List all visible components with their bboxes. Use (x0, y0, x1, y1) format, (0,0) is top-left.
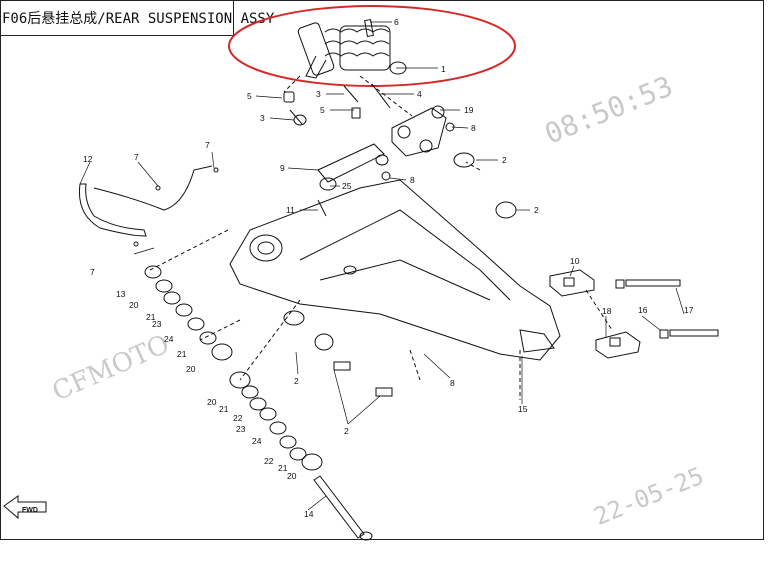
bolt-set-top[interactable] (283, 83, 391, 126)
bolt-11[interactable] (317, 199, 327, 217)
callout-c4: 4 (417, 89, 422, 99)
leader-lines (79, 21, 685, 511)
callout-c15: 15 (518, 404, 528, 414)
callout-c24b: 24 (252, 436, 262, 446)
callout-c9: 9 (280, 163, 285, 173)
shock-absorber[interactable] (297, 22, 407, 79)
pivot-shaft[interactable] (313, 475, 373, 541)
rocker-plate[interactable] (391, 105, 455, 157)
callout-c2c: 2 (294, 376, 299, 386)
callout-c21b: 21 (177, 349, 187, 359)
callout-c8a: 8 (471, 123, 476, 133)
callout-c20c: 20 (207, 397, 217, 407)
chain-guide[interactable] (78, 165, 219, 247)
callout-c7b: 7 (134, 152, 139, 162)
callout-c5b: 5 (320, 105, 325, 115)
callout-c21c: 21 (219, 404, 229, 414)
callout-c19: 19 (464, 105, 474, 115)
callout-c2a: 2 (502, 155, 507, 165)
callout-c22b: 22 (264, 456, 274, 466)
callout-c6: 6 (394, 17, 399, 27)
callout-c23b: 23 (236, 424, 246, 434)
diagram-title: F06后悬挂总成/REAR SUSPENSION ASSY (0, 0, 274, 36)
callout-c2b: 2 (534, 205, 539, 215)
callout-c7c: 7 (90, 267, 95, 277)
callout-c11: 11 (286, 205, 295, 215)
bearing-stack-upper[interactable] (144, 265, 233, 361)
callout-c22a: 22 (233, 413, 243, 423)
callout-c20a: 20 (129, 300, 139, 310)
chain-adjuster-right[interactable] (595, 331, 641, 359)
adjuster-bolts[interactable] (615, 279, 719, 339)
highlight-ellipse (228, 5, 516, 87)
linkage-bar[interactable] (317, 143, 391, 191)
callout-c7a: 7 (205, 140, 210, 150)
callout-c24a: 24 (164, 334, 174, 344)
callout-c20b: 20 (186, 364, 196, 374)
bolt-6[interactable] (364, 19, 374, 37)
callout-c10: 10 (570, 256, 580, 266)
fwd-label: FWD (22, 507, 38, 514)
callout-c14: 14 (304, 509, 314, 519)
callout-c1: 1 (441, 64, 446, 74)
callout-c5a: 5 (247, 91, 252, 101)
callout-c12: 12 (83, 154, 93, 164)
callout-c3b: 3 (260, 113, 265, 123)
bearing-stack-lower[interactable] (229, 371, 323, 471)
callout-c8c: 8 (450, 378, 455, 388)
callout-c3a: 3 (316, 89, 321, 99)
callout-c13: 13 (116, 289, 126, 299)
callout-c23a: 23 (152, 319, 162, 329)
drawing-frame (0, 0, 764, 540)
callout-c16: 16 (638, 305, 648, 315)
callout-numbers: 6 1 3 4 5 5 19 3 8 7 12 7 9 2 8 25 2 11 … (83, 17, 694, 519)
callout-c17: 17 (684, 305, 694, 315)
callout-c21d: 21 (278, 463, 288, 473)
callout-c25: 25 (342, 181, 352, 191)
callout-c21a: 21 (146, 312, 156, 322)
callout-c18: 18 (602, 306, 612, 316)
fwd-arrow-icon: FWD (3, 495, 47, 520)
chain-adjuster-left[interactable] (549, 269, 595, 297)
swing-arm[interactable] (229, 179, 561, 361)
callout-c20d: 20 (287, 471, 297, 481)
callout-c2d: 2 (344, 426, 349, 436)
guide-lines (149, 75, 613, 400)
bushings-2[interactable] (283, 152, 517, 397)
callout-c8b: 8 (410, 175, 415, 185)
